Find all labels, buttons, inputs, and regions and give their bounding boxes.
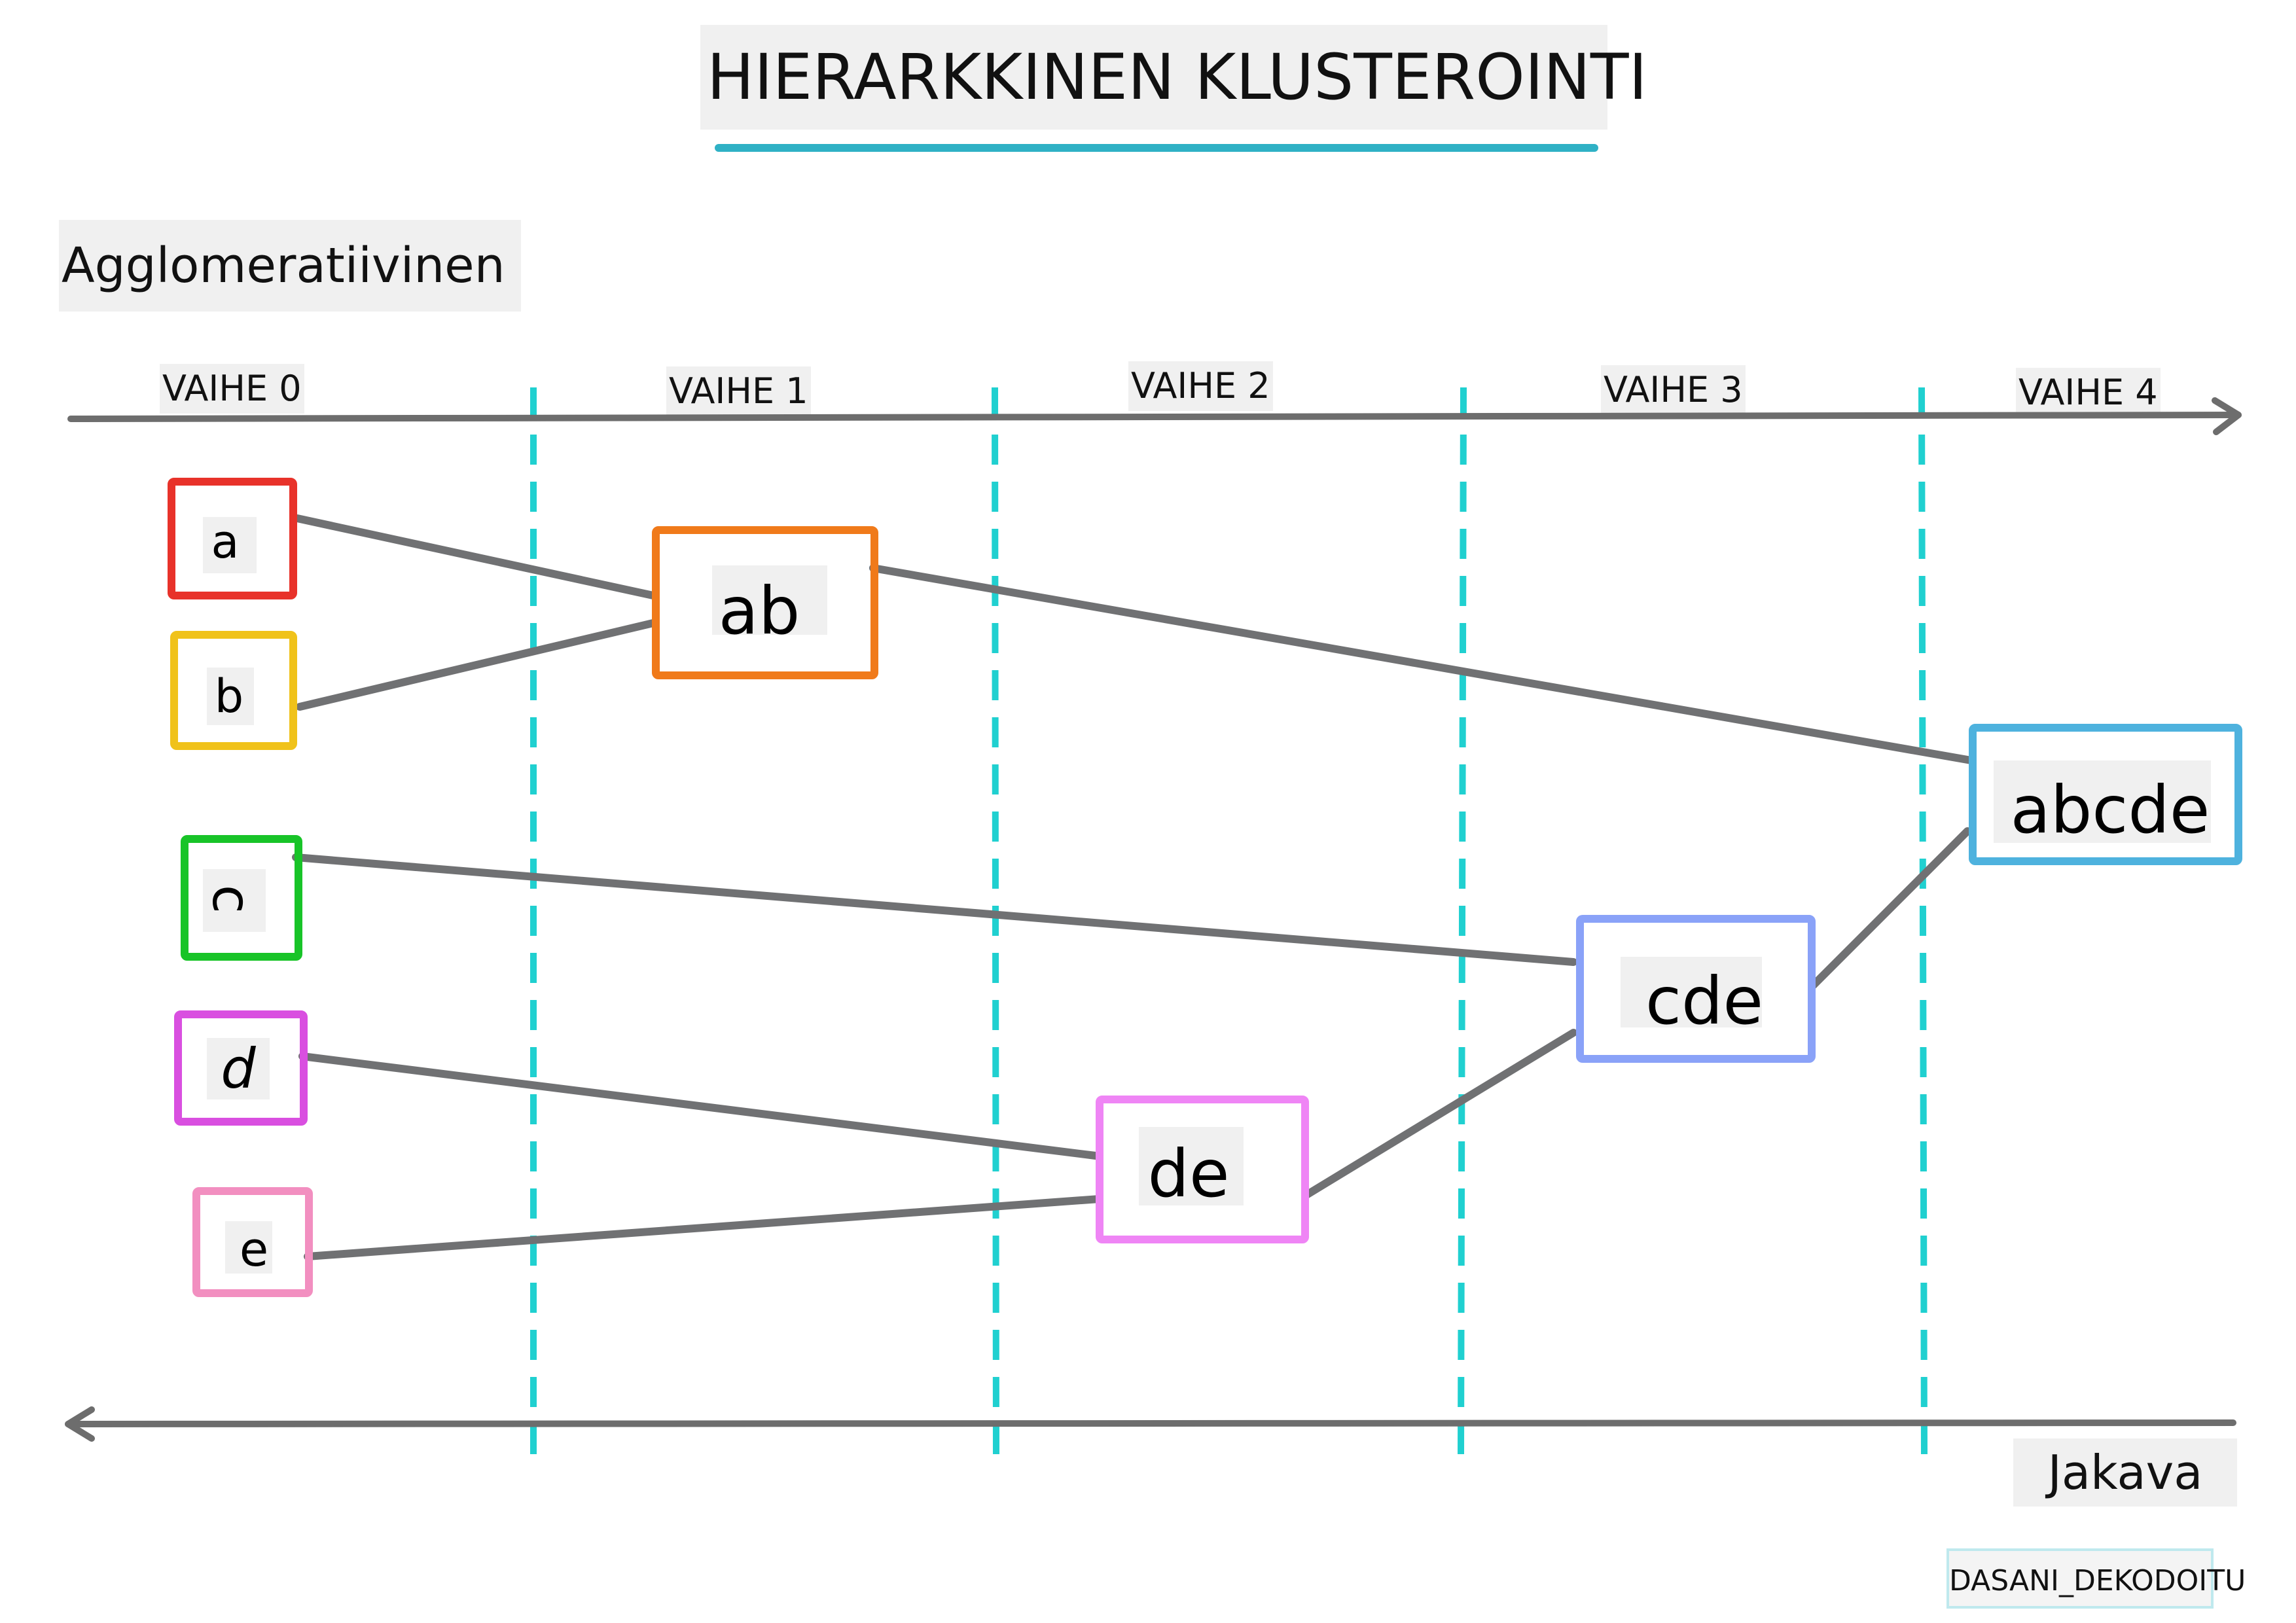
title-underline [715, 144, 1598, 152]
connector-ab-abcde [869, 564, 1975, 764]
node-ab: ab [652, 526, 878, 679]
stage-divider-3 [1458, 387, 1467, 1456]
connector-b-ab [296, 619, 657, 711]
node-cde: cde [1576, 915, 1816, 1063]
stage-label-1: VAIHE 1 [666, 366, 811, 416]
stage-label-3: VAIHE 3 [1601, 365, 1746, 415]
node-de-label: de [1148, 1135, 1230, 1212]
connector-c-cde [292, 853, 1577, 966]
connector-e-de [304, 1195, 1103, 1260]
stage-dividers [530, 387, 1928, 1456]
node-a-label: a [211, 515, 240, 569]
credit-label: DASANI_DEKODOITU [1946, 1548, 2246, 1609]
node-d-label: d [221, 1037, 256, 1101]
divisive-arrow [65, 1406, 2236, 1442]
node-b-label: b [215, 669, 243, 723]
node-abcde-label: abcde [2011, 772, 2210, 848]
connector-cde-abcde [1809, 827, 1971, 990]
node-c-label: c [201, 885, 262, 914]
page-title: HIERARKKINEN KLUSTEROINTI [700, 25, 1647, 130]
agglomerative-label: Agglomeratiivinen [59, 220, 521, 312]
agglomerative-arrow [67, 397, 2242, 435]
node-abcde: abcde [1969, 724, 2242, 865]
stage-divider-2 [992, 387, 999, 1456]
node-ab-label: ab [719, 573, 800, 649]
stage-divider-4 [1918, 387, 1928, 1456]
stage-label-4: VAIHE 4 [2016, 368, 2161, 418]
node-e-label: e [240, 1222, 268, 1277]
node-c: c [181, 835, 302, 961]
node-de: de [1096, 1096, 1309, 1243]
node-d: d [174, 1010, 308, 1126]
divisive-label: Jakava [2013, 1438, 2237, 1507]
connector-d-de [298, 1052, 1100, 1160]
node-e: e [192, 1187, 313, 1297]
connector-de-cde [1302, 1029, 1577, 1199]
stage-label-0: VAIHE 0 [160, 364, 304, 414]
node-b: b [170, 631, 297, 750]
merge-connectors [292, 514, 1975, 1260]
node-a: a [168, 478, 297, 599]
cluster-nodes: a b c d e ab [168, 478, 2242, 1297]
connector-a-ab [293, 514, 657, 599]
node-cde-label: cde [1645, 963, 1763, 1039]
stage-label-2: VAIHE 2 [1128, 361, 1273, 411]
